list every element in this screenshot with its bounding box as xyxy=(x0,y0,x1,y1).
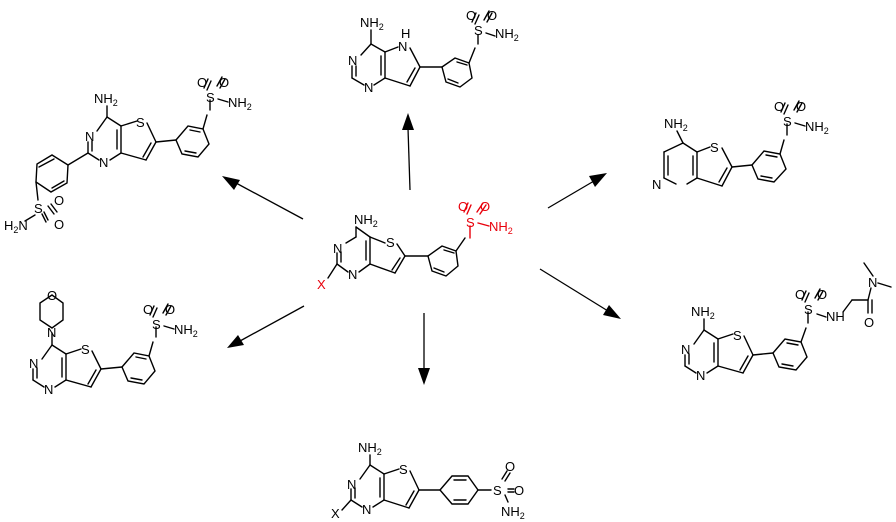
left-n-top: N xyxy=(29,356,38,371)
molecule-center: NH2 N N S X O O S NH2 xyxy=(317,199,513,292)
bottom-sulfonyl-s: S xyxy=(493,483,502,498)
tl-sulfonyl2-o-bottom: O xyxy=(54,217,64,232)
tl-sulfonyl1-s: S xyxy=(206,90,215,105)
right-amide-o: O xyxy=(864,315,874,330)
right-n-bottom: N xyxy=(696,368,705,383)
molecule-top: NH2 N N H N O O S NH2 xyxy=(348,8,519,95)
right-dimethylamine-n: N xyxy=(868,275,877,290)
right-amine-label: NH2 xyxy=(691,304,715,321)
tr-amine-label: NH2 xyxy=(664,116,688,133)
center-n-top: N xyxy=(333,241,342,256)
right-sulfonyl-o-left: O xyxy=(795,287,805,302)
top-amine-label: NH2 xyxy=(360,15,384,32)
tl-sulfonyl1-o-right: O xyxy=(219,75,229,90)
bottom-s-ring: S xyxy=(399,462,408,477)
molecule-right: NH2 N N S O O S NH N O xyxy=(681,262,892,383)
top-sulfonamide-nh2: NH2 xyxy=(495,26,519,43)
arrow-to-top xyxy=(402,113,414,191)
tr-s-ring: S xyxy=(710,140,719,155)
molecule-left: O N N N S O O S NH2 xyxy=(29,288,198,397)
center-sulfonamide-nh2: NH2 xyxy=(489,219,513,236)
tl-sulfonyl1-o-left: O xyxy=(197,75,207,90)
left-morpholine-n: N xyxy=(47,325,56,340)
right-sulfonamide-nh: NH xyxy=(826,309,845,324)
arrow-to-right xyxy=(539,268,621,319)
bottom-x-substituent: X xyxy=(331,506,340,521)
tl-sulfonamide1-nh2: NH2 xyxy=(228,95,252,112)
bottom-n-top: N xyxy=(347,477,356,492)
arrows xyxy=(222,113,621,385)
tl-s-ring: S xyxy=(136,115,145,130)
top-ring-h: H xyxy=(401,26,410,41)
left-sulfonamide-nh2: NH2 xyxy=(174,322,198,339)
bottom-sulfonyl-o-right: O xyxy=(514,483,524,498)
left-sulfonyl-o-right: O xyxy=(165,302,175,317)
right-n-top: N xyxy=(681,342,690,357)
arrow-to-top-right xyxy=(547,173,607,209)
tl-sulfonyl2-s: S xyxy=(34,201,43,216)
top-sulfonyl-o-right: O xyxy=(487,8,497,23)
top-n-bottom: N xyxy=(364,80,373,95)
right-sulfonyl-o-right: O xyxy=(817,287,827,302)
molecule-top-right: NH2 N S O O S NH2 xyxy=(652,99,829,192)
arrow-to-bottom xyxy=(418,313,430,385)
tr-sulfonamide-nh2: NH2 xyxy=(805,119,829,136)
tl-amine-label: NH2 xyxy=(94,91,118,108)
molecule-top-left: NH2 N N S O O S NH2 S O O H2N xyxy=(4,75,252,235)
tr-sulfonyl-s: S xyxy=(783,114,792,129)
center-sulfonyl-o-right: O xyxy=(480,199,490,214)
left-sulfonyl-o-left: O xyxy=(143,302,153,317)
bottom-n-bottom: N xyxy=(362,502,371,517)
arrow-to-top-left xyxy=(222,176,304,220)
bottom-amine-label: NH2 xyxy=(358,440,382,457)
tl-sulfonamide2-h2n: H2N xyxy=(4,218,28,235)
tl-n-top: N xyxy=(85,129,94,144)
top-ring-n: N xyxy=(398,39,407,54)
center-sulfonyl-s: S xyxy=(466,215,475,230)
right-sulfonyl-s: S xyxy=(804,302,813,317)
top-sulfonyl-s: S xyxy=(474,23,483,38)
left-s-ring: S xyxy=(81,342,90,357)
tr-sulfonyl-o-left: O xyxy=(774,99,784,114)
center-s-ring: S xyxy=(386,235,395,250)
top-sulfonyl-o-left: O xyxy=(466,8,476,23)
left-morpholine-o: O xyxy=(47,288,57,303)
right-s-ring: S xyxy=(733,328,742,343)
center-x-substituent: X xyxy=(317,277,326,292)
center-amine-label: NH2 xyxy=(354,212,378,229)
tl-n-bottom: N xyxy=(99,155,108,170)
molecule-bottom: NH2 N N S X S O O NH2 xyxy=(331,440,525,521)
left-n-bottom: N xyxy=(44,382,53,397)
center-n-bottom: N xyxy=(348,267,357,282)
left-sulfonyl-s: S xyxy=(152,317,161,332)
bottom-sulfonyl-o-top: O xyxy=(505,459,515,474)
arrow-to-left xyxy=(227,305,305,348)
center-sulfonyl-o-left: O xyxy=(458,199,468,214)
tr-sulfonyl-o-right: O xyxy=(796,99,806,114)
tr-ring-n: N xyxy=(652,177,661,192)
tl-sulfonyl2-o-top: O xyxy=(54,193,64,208)
top-n-top: N xyxy=(348,53,357,68)
bottom-sulfonamide-nh2: NH2 xyxy=(501,504,525,521)
